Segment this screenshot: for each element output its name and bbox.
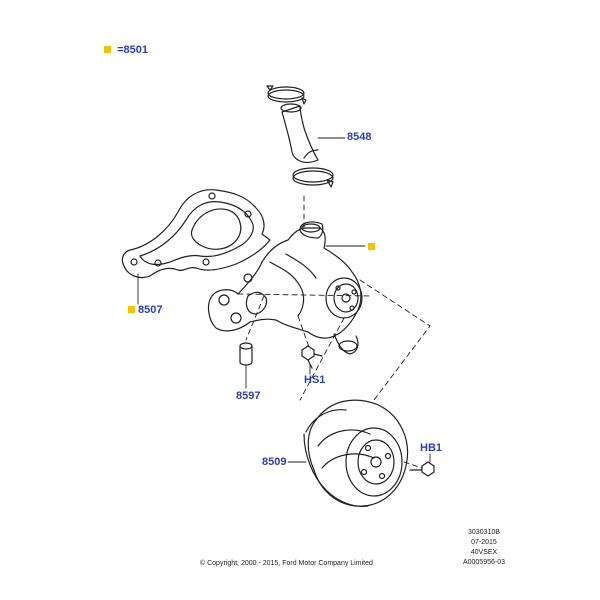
callout-8597[interactable]: 8597 <box>236 390 261 402</box>
key-marker-icon <box>104 46 111 53</box>
dowel-pin <box>239 342 253 366</box>
alignment-lines <box>237 195 431 469</box>
callout-hb1[interactable]: HB1 <box>420 442 443 454</box>
water-pump-pulley <box>303 399 409 507</box>
drawing-codes: 3030310B 07-2015 40VSEX A0005956-03 <box>463 528 505 568</box>
assembly-key-label: =8501 <box>104 44 148 56</box>
code-line: 3030310B <box>468 529 500 536</box>
code-line: 07-2015 <box>471 539 497 546</box>
coolant-hose <box>280 103 319 164</box>
code-line: A0005956-03 <box>462 559 505 566</box>
pulley-bolt <box>409 461 435 477</box>
callout-8548[interactable]: 8548 <box>347 131 372 143</box>
leader-lines <box>137 137 431 463</box>
key-marker-icon <box>368 243 375 250</box>
water-pump-body <box>207 221 363 355</box>
callout-8507[interactable]: 8507 <box>128 304 162 316</box>
callout-hs1[interactable]: HS1 <box>304 374 326 386</box>
key-marker-icon <box>128 306 135 313</box>
callout-8509[interactable]: 8509 <box>262 456 287 468</box>
lower-hose-clamp <box>292 167 334 188</box>
stud-bolt <box>301 345 323 369</box>
code-line: 40VSEX <box>470 549 498 556</box>
pump-gasket <box>121 189 271 279</box>
copyright-notice: © Copyright, 2000 - 2015, Ford Motor Com… <box>200 560 373 567</box>
upper-hose-clamp <box>266 85 307 105</box>
